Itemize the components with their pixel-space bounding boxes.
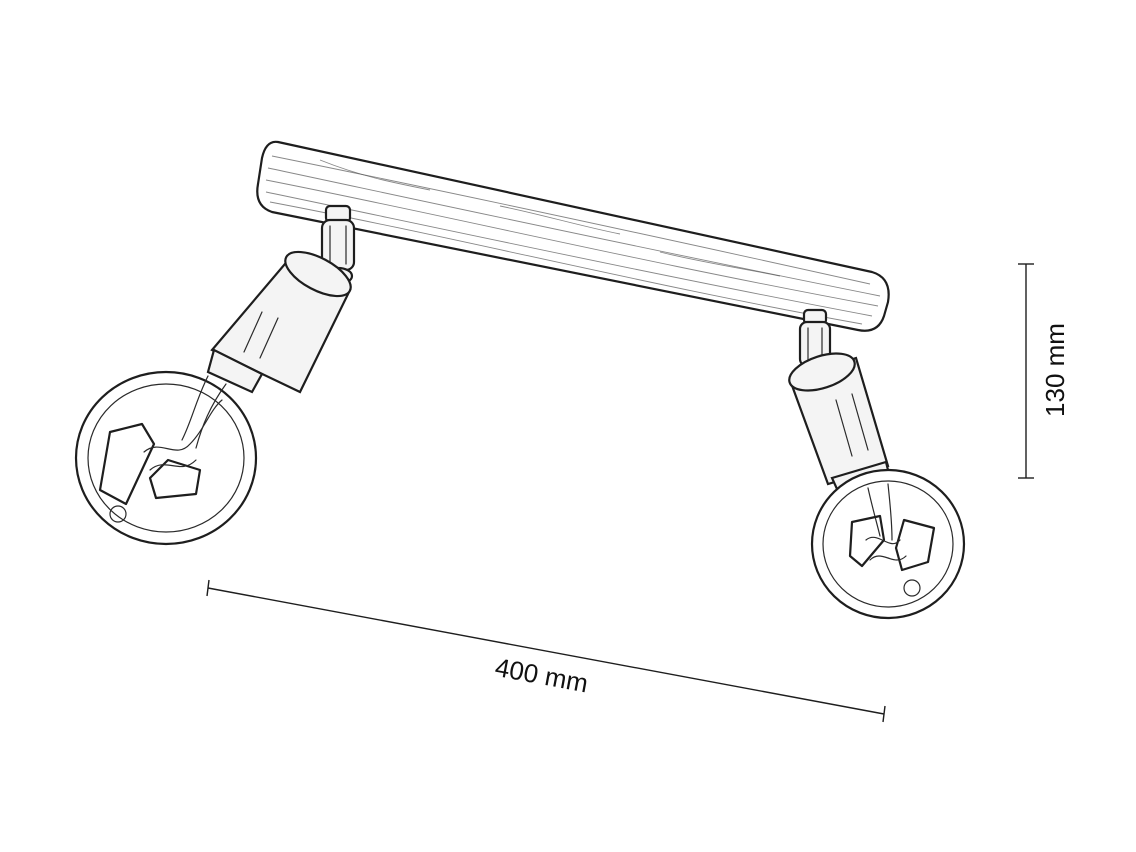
height-dimension-label: 130 mm bbox=[1040, 323, 1070, 417]
left-light-bulb bbox=[74, 370, 258, 546]
right-light-bulb bbox=[810, 468, 966, 620]
height-dimension: 130 mm bbox=[1018, 263, 1070, 479]
width-dimension-label: 400 mm bbox=[493, 652, 591, 699]
width-dimension: 400 mm bbox=[206, 579, 886, 723]
left-lamp-socket bbox=[206, 250, 352, 394]
